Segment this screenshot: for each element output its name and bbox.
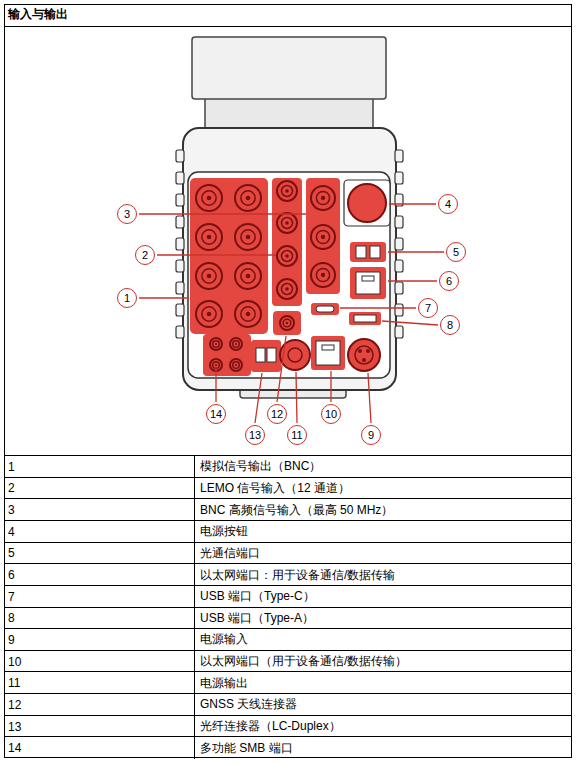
power-in: [348, 339, 380, 371]
table-cell: 11: [8, 676, 20, 690]
column-rule: [194, 608, 195, 630]
fiber-port: [251, 340, 281, 372]
table-cell: 5: [8, 546, 15, 560]
table-row: 2 LEMO 信号输入（12 通道）: [4, 477, 572, 499]
bnc-out-panel: [190, 178, 268, 334]
ethernet-port-2: [311, 336, 345, 370]
table-row: 8 USB 端口（Type-A）: [4, 607, 572, 629]
device-body: [183, 128, 396, 390]
gnss-panel: [273, 311, 301, 335]
table-row: 12 GNSS 天线连接器: [4, 693, 572, 715]
button-frame: [344, 180, 390, 226]
port-panel: [188, 172, 390, 378]
callout-number: 12: [267, 404, 287, 424]
table-cell: 8: [8, 611, 15, 625]
callout-number: 10: [321, 404, 341, 424]
column-rule: [194, 543, 195, 565]
column-rule: [194, 478, 195, 500]
table-row: 9 电源输入: [4, 628, 572, 650]
table-rule: [4, 26, 572, 27]
callout-number: 11: [287, 425, 307, 445]
bnc-in-panel: [306, 178, 340, 294]
screen: [192, 37, 386, 99]
table-row: 7 USB 端口（Type-C）: [4, 585, 572, 607]
usb-c-port: [311, 303, 339, 315]
table-cell: 6: [8, 568, 15, 582]
table-cell: 2: [8, 481, 15, 495]
callout-number: 14: [206, 404, 226, 424]
table-cell: 模拟信号输出（BNC）: [200, 458, 321, 475]
table-row: 11 电源输出: [4, 671, 572, 693]
table-row: 4 电源按钮: [4, 520, 572, 542]
column-rule: [194, 694, 195, 716]
callout-number: 5: [446, 242, 466, 262]
column-rule: [194, 586, 195, 608]
table-cell: 7: [8, 590, 15, 604]
smb-panel: [203, 334, 251, 376]
table-frame: [5, 5, 572, 758]
column-rule: [194, 672, 195, 694]
column-rule: [194, 456, 195, 478]
table-cell: 以太网端口：用于设备通信/数据传输: [200, 567, 395, 584]
callout-number: 3: [117, 204, 137, 224]
callout-number: 4: [438, 194, 458, 214]
callout-number: 1: [117, 288, 137, 308]
table-row: 14 多功能 SMB 端口: [4, 736, 572, 758]
leader-lines: [139, 204, 444, 423]
callout-number: 2: [135, 245, 155, 265]
table-cell: 电源输出: [200, 675, 248, 692]
table-row: 13 光纤连接器（LC-Duplex）: [4, 715, 572, 737]
callout-number: 9: [361, 425, 381, 445]
table-cell: 电源输入: [200, 631, 248, 648]
table-row: 5 光通信端口: [4, 542, 572, 564]
table-row: 1 模拟信号输出（BNC）: [4, 455, 572, 477]
column-rule: [194, 651, 195, 673]
table-cell: 光纤连接器（LC-Duplex）: [200, 718, 341, 735]
table-row: 3 BNC 高频信号输入（最高 50 MHz）: [4, 498, 572, 520]
column-rule: [194, 564, 195, 586]
column-rule: [194, 521, 195, 543]
optical-port: [350, 242, 386, 262]
table-cell: LEMO 信号输入（12 通道）: [200, 480, 350, 497]
callout-number: 13: [245, 425, 265, 445]
table-cell: 1: [8, 460, 15, 474]
column-rule: [194, 629, 195, 651]
table-cell: 4: [8, 525, 15, 539]
ethernet-port: [350, 267, 386, 299]
table-title: 输入与输出: [8, 7, 68, 21]
table-cell: 12: [8, 698, 21, 712]
column-rule: [194, 716, 195, 738]
table-cell: 以太网端口（用于设备通信/数据传输）: [200, 653, 407, 670]
table-cell: 13: [8, 720, 21, 734]
table-cell: USB 端口（Type-C）: [200, 588, 315, 605]
table-cell: BNC 高频信号输入（最高 50 MHz）: [200, 502, 393, 519]
callout-number: 6: [439, 271, 459, 291]
column-rule: [194, 737, 195, 759]
table-row: 10 以太网端口（用于设备通信/数据传输）: [4, 650, 572, 672]
column-rule: [194, 499, 195, 521]
table-cell: 3: [8, 503, 15, 517]
callout-number: 8: [440, 315, 460, 335]
table-cell: 多功能 SMB 端口: [200, 740, 293, 757]
table-row: 6 以太网端口：用于设备通信/数据传输: [4, 563, 572, 585]
lemo-panel: [272, 178, 302, 306]
callout-number: 7: [418, 298, 438, 318]
usb-a-port: [349, 312, 381, 325]
table-cell: 14: [8, 741, 21, 755]
power-button: [348, 184, 386, 222]
table-cell: USB 端口（Type-A）: [200, 610, 314, 627]
table-cell: GNSS 天线连接器: [200, 696, 297, 713]
table-cell: 9: [8, 633, 15, 647]
table-cell: 电源按钮: [200, 523, 248, 540]
table-cell: 光通信端口: [200, 545, 260, 562]
table-cell: 10: [8, 655, 21, 669]
